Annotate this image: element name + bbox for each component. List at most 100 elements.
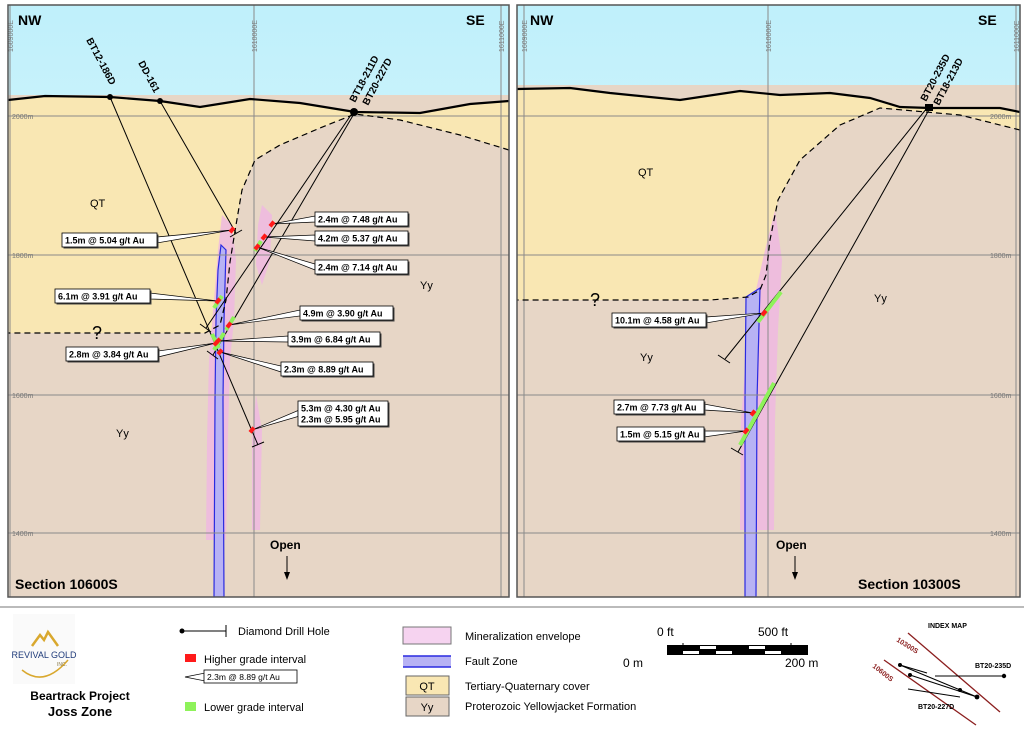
legend-lower-grade: Lower grade interval [204,702,304,714]
elevation-label: 1400m [12,531,34,538]
intercept-label: 2.3m @ 8.89 g/t Au [284,365,363,375]
higher-grade-interval [248,426,256,434]
intercept-label: 1.5m @ 5.15 g/t Au [620,430,699,440]
higher-grade-interval [260,233,268,241]
higher-grade-interval [253,243,261,251]
open-arrow-head-icon [284,572,290,580]
higher-grade-interval [749,409,757,417]
intercept-label: 4.2m @ 5.37 g/t Au [318,234,397,244]
elevation-label: 1800m [12,253,34,260]
intercept-callout: 2.3m @ 8.89 g/t Au [216,348,375,378]
svg-text:0 m: 0 m [623,656,643,670]
qt-unit-area [8,96,509,333]
intercept-callout: 1.5m @ 5.04 g/t Au [61,226,236,249]
topography-line [517,86,1020,114]
intercept-callout: 3.9m @ 6.84 g/t Au [214,331,382,348]
topography-line [8,94,509,115]
svg-text:500 ft: 500 ft [758,625,789,639]
fault-zone [744,286,761,597]
intercept-callout: 5.3m @ 4.30 g/t Au2.3m @ 5.95 g/t Au [248,400,390,434]
mineralization-swatch [402,626,452,645]
callout-box [314,259,409,275]
legend: REVIVAL GOLD INC. Beartrack Project Joss… [0,606,1024,726]
elevation-label: 1600m [12,393,34,400]
callout-box [611,312,707,328]
easting-label: 1611000E [499,20,506,52]
sample-callout [203,669,298,684]
section-10600S: 1609000E 1610000E 1611000E 2000m 1800m 1… [8,5,509,597]
yy-swatch [405,696,450,717]
easting-label: 1610000E [766,20,773,52]
callout-box [54,288,151,304]
callout-box [613,399,705,415]
callout-box [299,305,394,321]
intercept-callout: 2.8m @ 3.84 g/t Au [65,339,220,363]
unit-label-yy: Yy [640,352,653,364]
grid [8,5,509,597]
elevation-label: 1800m [990,253,1012,260]
unknown-contact-mark: ? [92,323,102,343]
fault-swatch [403,656,451,667]
intercept-callout: 1.5m @ 5.15 g/t Au [616,426,750,443]
section-line-10300S [907,632,1001,713]
svg-text:10600S: 10600S [871,663,895,684]
higher-grade-interval [742,427,750,435]
svg-text:INC.: INC. [57,662,67,668]
drill-holes [109,96,356,448]
qt-code: QT [419,681,435,693]
higher-grade-interval [214,297,222,305]
callout-box [297,400,389,427]
collar-BT12-186D [107,94,113,100]
intercept-callout: 2.4m @ 7.48 g/t Au [268,211,410,228]
legend-drill-hole: Diamond Drill Hole [238,626,330,638]
elevation-label: 2000m [12,114,34,121]
elevation-label: 2000m [990,114,1012,121]
collar-BT18-211D [350,108,358,116]
easting-label: 1611000E [1014,20,1021,52]
revival-gold-logo: REVIVAL GOLD INC. [11,614,77,684]
grid [517,5,1020,597]
mineralization-envelope [256,205,272,285]
intercept-label: 4.9m @ 3.90 g/t Au [303,309,382,319]
lower-grade-intervals [738,290,783,446]
intercept-callout: 2.4m @ 7.14 g/t Au [253,243,410,276]
higher-grade-interval [225,321,233,329]
elevation-label: 1600m [990,393,1012,400]
intercept-label: 2.4m @ 7.48 g/t Au [318,215,397,225]
collar-DD-161 [157,98,163,104]
intercept-label: 3.9m @ 6.84 g/t Au [291,335,370,345]
section-frame [7,4,510,598]
intercept-callout: 2.7m @ 7.73 g/t Au [613,399,757,417]
callout-box [616,426,705,442]
unit-label-yy: Yy [420,280,433,292]
scale-bar: 0 ft 500 ft 0 m 200 m [623,625,818,670]
legend-sample-callout: 2.3m @ 8.89 g/t Au [207,672,280,682]
elevation-label: 1400m [990,531,1012,538]
legend-yy: Proterozoic Yellowjacket Formation [465,701,636,713]
direction-nw: NW [530,12,554,28]
zone-name: Joss Zone [48,704,112,719]
open-label: Open [270,538,301,552]
higher-grade-interval [216,348,224,356]
callout-box [65,346,159,362]
unit-label-qt: QT [638,167,654,179]
project-name: Beartrack Project [30,689,129,703]
intercept-label: 2.8m @ 3.84 g/t Au [69,350,148,360]
svg-text:0 ft: 0 ft [657,625,674,639]
svg-text:REVIVAL GOLD: REVIVAL GOLD [11,650,77,660]
unknown-contact-mark: ? [590,290,600,310]
intercept-callout: 4.2m @ 5.37 g/t Au [260,230,410,247]
svg-text:200 m: 200 m [785,656,818,670]
yy-code: Yy [421,702,434,714]
intercept-label: 6.1m @ 3.91 g/t Au [58,292,137,302]
legend-qt: Tertiary-Quaternary cover [465,681,590,693]
section-frame [516,4,1021,598]
legend-higher-grade: Higher grade interval [204,654,306,666]
higher-grade-swatch [185,654,196,662]
intercept-callout: 10.1m @ 4.58 g/t Au [611,309,768,329]
higher-grade-interval [268,220,276,228]
svg-text:INDEX MAP: INDEX MAP [928,623,967,630]
easting-label: 1610000E [252,20,259,52]
unit-label-yy: Yy [116,428,129,440]
